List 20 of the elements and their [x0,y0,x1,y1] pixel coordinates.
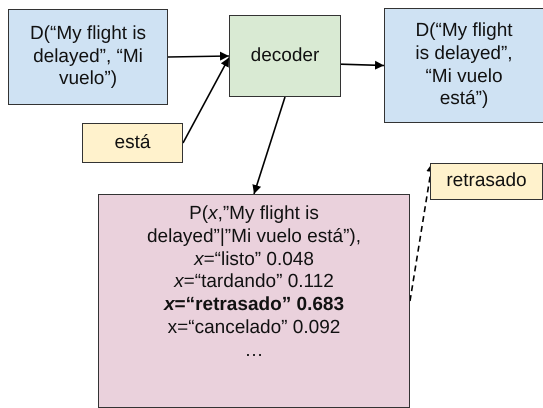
node-label: D(“My flight is delayed”, “Mi vuelo”) [29,22,147,92]
decoder-box [229,15,341,97]
output-box [384,8,543,123]
arrow [168,52,230,61]
arrow [182,57,230,144]
token-box [82,123,183,163]
probability-text: x=“listo” 0.048 [194,248,314,272]
probability-text: x=“cancelado” 0.092 [168,316,340,340]
token-box [430,163,543,200]
probability-text: x=“tardando” 0.112 [174,271,334,294]
arrow [340,60,384,70]
probability-text: x=“retrasado” 0.683 [164,294,344,317]
node-label: retrasado [446,170,527,193]
probability-box [98,194,410,408]
node-label: D(“My flight is delayed”, “Mi vuelo está”) [414,20,514,112]
node-label: decoder [250,44,320,68]
arrow [252,96,286,194]
probability-text: … [244,340,264,363]
node-label: está [114,132,150,154]
input-box [8,9,168,105]
